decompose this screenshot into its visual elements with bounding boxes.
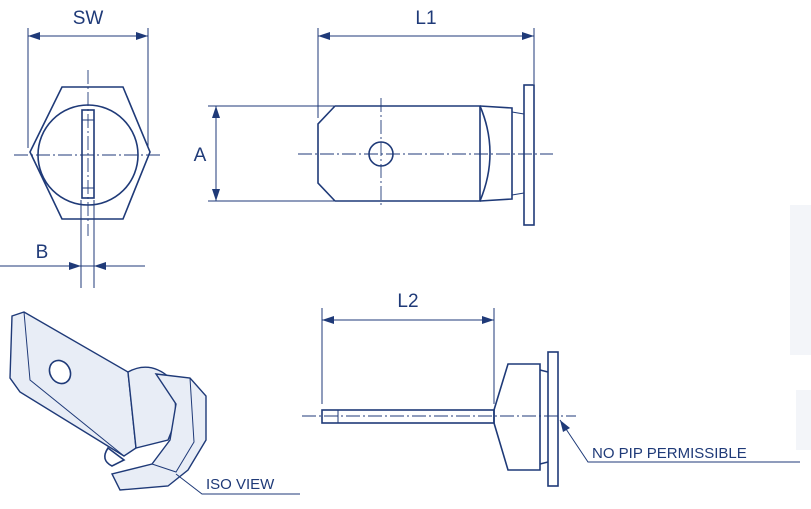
iso-view: ISO VIEW	[9, 311, 300, 495]
iso-tab-hole	[48, 359, 72, 385]
top-body	[493, 363, 541, 471]
hex-end-view: SW B	[0, 8, 163, 288]
iso-view-label: ISO VIEW	[206, 476, 275, 493]
l1-label: L1	[415, 8, 436, 29]
flange-plate	[523, 84, 535, 226]
side-view: L1 A	[194, 8, 553, 226]
b-label: B	[36, 242, 49, 263]
no-pip-label: NO PIP PERMISSIBLE	[592, 445, 747, 462]
top-view: L2 NO PIP PERMISSIBLE	[302, 291, 800, 487]
iso-leader	[175, 473, 300, 495]
tab-outline	[317, 105, 481, 202]
edge-mark-top	[790, 205, 811, 355]
no-pip-leader	[559, 419, 800, 463]
a-label: A	[194, 145, 207, 166]
top-flange	[547, 351, 559, 487]
edge-mark-bottom	[796, 390, 811, 450]
sw-label: SW	[73, 8, 104, 29]
hex-outline	[29, 86, 151, 220]
blade	[321, 409, 495, 424]
iso-tab	[9, 311, 137, 457]
l2-label: L2	[397, 291, 418, 312]
